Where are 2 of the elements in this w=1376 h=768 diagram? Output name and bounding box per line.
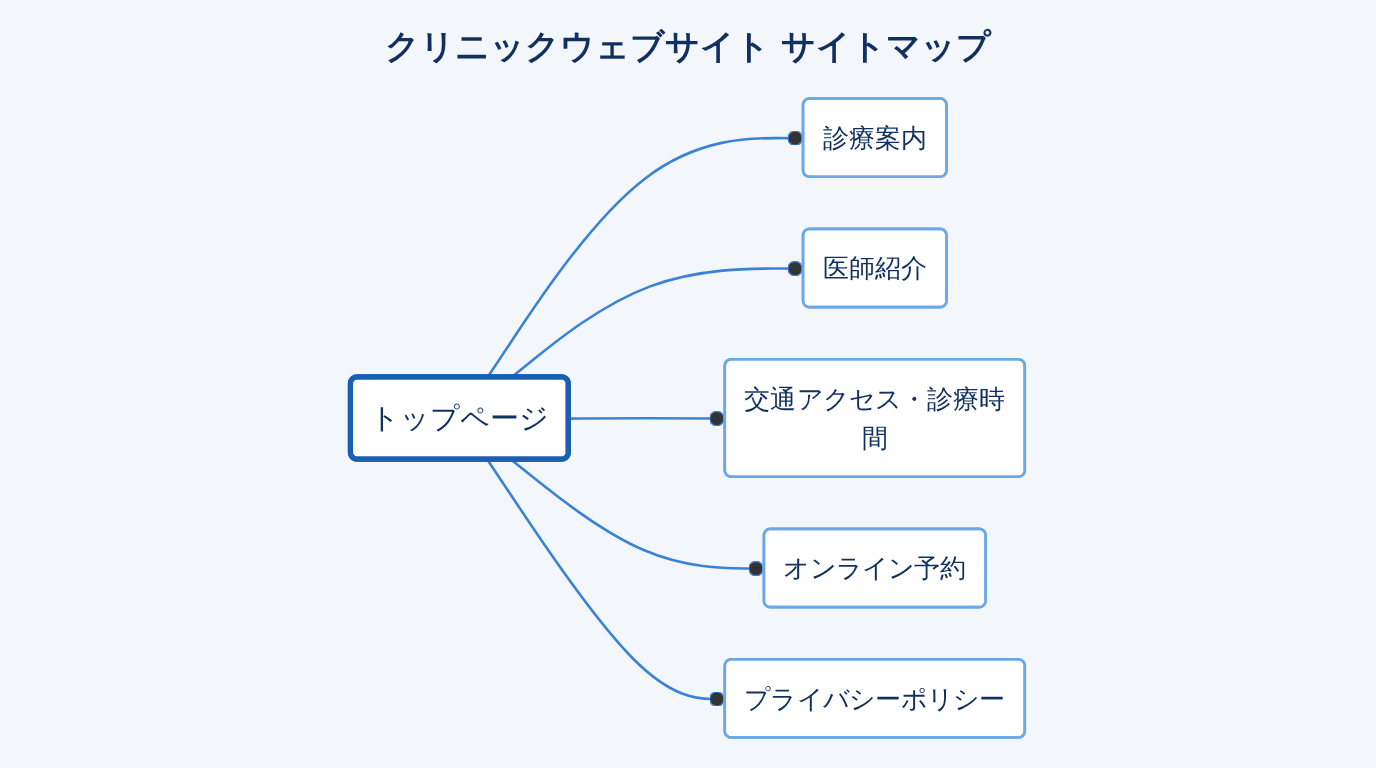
diagram-title: クリニックウェブサイト サイトマップ: [383, 25, 993, 68]
sitemap-diagram: トップページ 診療案内 医師紹介 交通アクセス・診療時間 オンライン予約 プライバシーポリシー: [340, 88, 1036, 748]
